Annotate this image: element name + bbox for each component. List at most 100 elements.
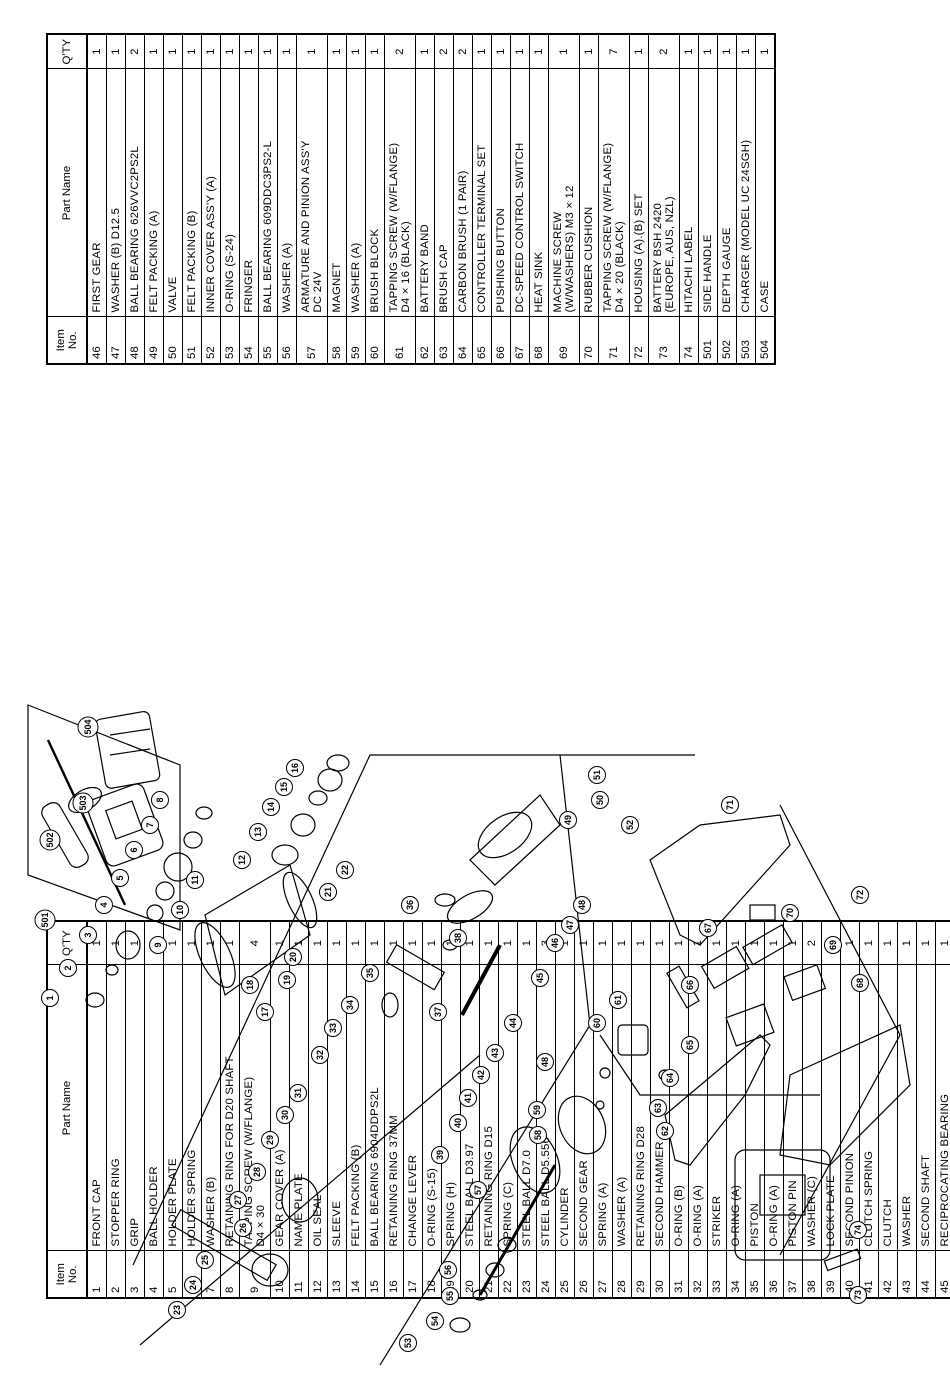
part-name: FELT PACKING (A): [144, 69, 164, 317]
quantity: 1: [529, 33, 549, 69]
part-name: BALL BEARING 626VVC2PS2L: [125, 69, 145, 317]
item-no: 71: [598, 317, 630, 364]
callout-number: 50: [595, 795, 605, 805]
callout-number: 43: [490, 1048, 500, 1058]
callout-bubble: 51: [588, 766, 606, 784]
item-no: 67: [510, 317, 530, 364]
col-header-part-name: Part Name: [47, 69, 87, 317]
part-name-line1: TAPPING SCREW (W/FLANGE): [387, 142, 400, 313]
quantity: 1: [87, 33, 107, 69]
callout-number: 33: [328, 1023, 338, 1033]
callout-bubble: 38: [449, 929, 467, 947]
callout-bubble: 60: [588, 1014, 606, 1032]
callout-bubble: 57: [469, 1181, 487, 1199]
callout-number: 55: [445, 1291, 455, 1301]
callout-bubble: 70: [781, 904, 799, 922]
housing-icon: [649, 814, 911, 1166]
item-no: 63: [434, 317, 454, 364]
callout-bubble: 55: [441, 1287, 459, 1305]
item-no: 48: [125, 317, 145, 364]
item-no: 46: [87, 317, 107, 364]
callout-number: 66: [685, 980, 695, 990]
item-no: 69: [548, 317, 580, 364]
brush-block-icon: [595, 1024, 672, 1110]
callout-number: 69: [828, 940, 838, 950]
part-name: PUSHING BUTTON: [491, 69, 511, 317]
part-name-line2: D4 × 20 (BLACK): [614, 221, 626, 313]
callout-bubble: 29: [261, 1131, 279, 1149]
callout-number: 25: [200, 1255, 210, 1265]
callout-bubble: 28: [248, 1163, 266, 1181]
callout-bubble: 23: [168, 1301, 186, 1319]
callout-bubble: 48: [573, 896, 591, 914]
part-name-line1: ARMATURE AND PINION ASS'Y: [299, 140, 312, 313]
part-name: BALL BEARING 609DDC3PS2-L: [258, 69, 278, 317]
callout-number: 51: [592, 770, 602, 780]
item-no: 58: [327, 317, 347, 364]
callout-bubble: 74: [849, 1221, 867, 1239]
part-name: CARBON BRUSH (1 PAIR): [453, 69, 473, 317]
part-name: CASE: [755, 69, 775, 317]
quantity: 1: [296, 33, 328, 69]
callout-number: 61: [613, 995, 623, 1005]
callout-bubble: 9: [149, 936, 167, 954]
quantity: 2: [453, 33, 473, 69]
callout-bubble: 67: [699, 919, 717, 937]
callout-bubble: 33: [324, 1019, 342, 1037]
callout-number: 29: [265, 1135, 275, 1145]
callout-number: 65: [685, 1040, 695, 1050]
item-no: 60: [365, 317, 385, 364]
quantity: 1: [106, 33, 126, 69]
callout-bubble: 4: [95, 896, 113, 914]
item-no: 50: [163, 317, 183, 364]
callout-bubble: 39: [431, 1146, 449, 1164]
callout-bubble: 37: [429, 1003, 447, 1021]
quantity: 1: [346, 33, 366, 69]
callout-number: 34: [345, 1000, 355, 1010]
callout-bubble: 66: [681, 976, 699, 994]
callout-bubble: 11: [186, 871, 204, 889]
callout-number: 71: [725, 800, 735, 810]
callout-bubble: 16: [286, 759, 304, 777]
callout-number: 19: [282, 975, 292, 985]
magnet-icon: [557, 1095, 607, 1155]
callout-number: 62: [660, 1126, 670, 1136]
item-no: 73: [648, 317, 680, 364]
callout-number: 36: [405, 900, 415, 910]
callout-number: 3: [83, 932, 93, 937]
callout-number: 40: [453, 1118, 463, 1128]
callout-number: 74: [853, 1225, 863, 1235]
item-no: 59: [346, 317, 366, 364]
callout-number: 60: [592, 1018, 602, 1028]
callout-number: 54: [430, 1316, 440, 1326]
part-name: O-RING (S-24): [220, 69, 240, 317]
item-no: 53: [220, 317, 240, 364]
callout-number: 8: [155, 797, 165, 802]
callout-number: 48: [540, 1057, 550, 1067]
callout-number: 64: [665, 1073, 675, 1083]
callout-number: 70: [785, 908, 795, 918]
callout-number: 24: [188, 1280, 198, 1290]
callout-number: 18: [245, 980, 255, 990]
callout-number: 504: [83, 719, 93, 734]
callout-number: 37: [433, 1007, 443, 1017]
callout-bubble: 27: [229, 1191, 247, 1209]
callout-bubble: 25: [196, 1251, 214, 1269]
section-line-middle: [139, 1054, 481, 1346]
callout-bubble: 65: [681, 1036, 699, 1054]
callout-bubble: 47: [561, 916, 579, 934]
quantity: 2: [434, 33, 454, 69]
